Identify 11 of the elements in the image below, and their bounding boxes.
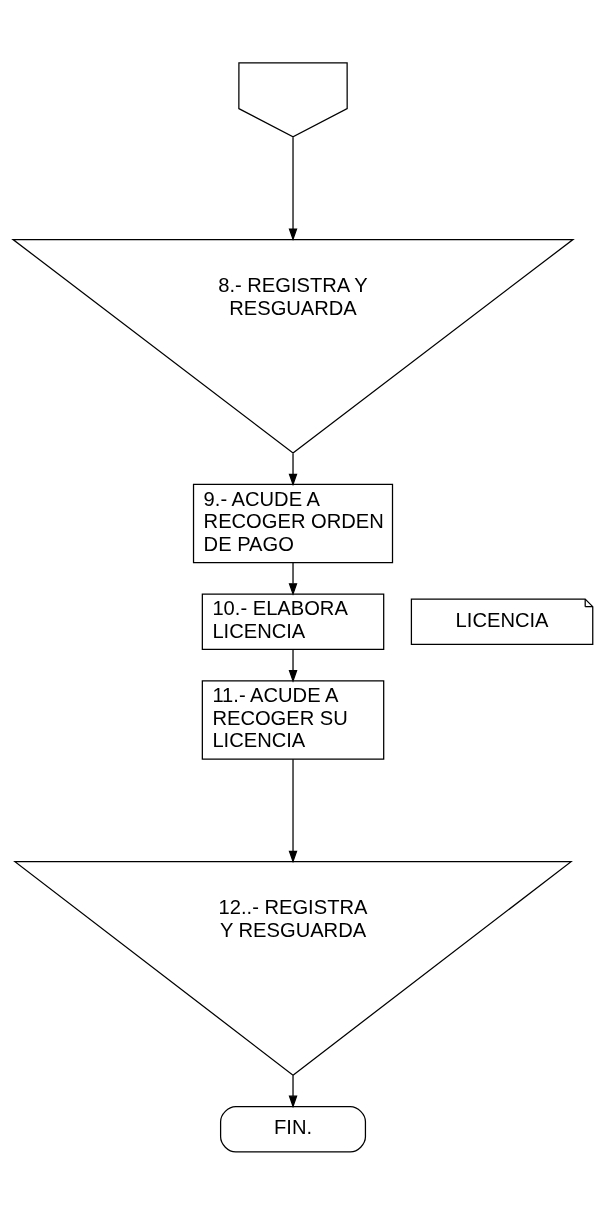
node-box: 11.- ACUDE A RECOGER SU LICENCIA <box>201 680 385 760</box>
arrow <box>288 136 298 242</box>
node-box: 10.- ELABORA LICENCIA <box>201 593 385 651</box>
arrow <box>288 649 298 683</box>
arrow <box>288 758 298 864</box>
node-box: 9.- ACUDE A RECOGER ORDEN DE PAGO <box>192 483 394 564</box>
node-box: FIN. <box>219 1106 367 1153</box>
arrow <box>288 1074 298 1109</box>
arrow <box>288 562 298 596</box>
arrow <box>288 452 298 487</box>
node-pentagon <box>238 62 348 138</box>
